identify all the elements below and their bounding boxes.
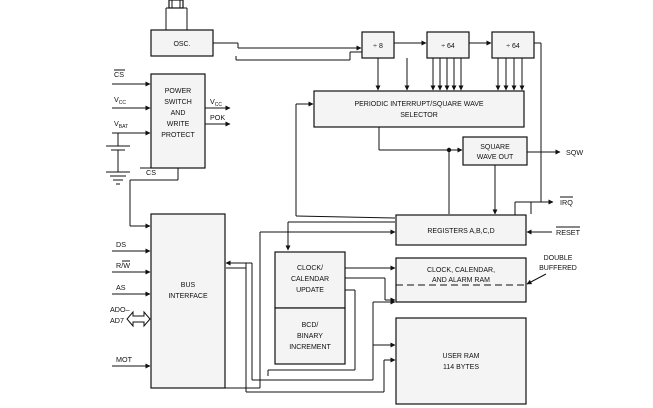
clock-update-line-1: CLOCK/ bbox=[297, 265, 323, 272]
vbat-input-label: VBAT bbox=[114, 119, 128, 130]
double-buffered-line-1: DOUBLE bbox=[544, 255, 573, 262]
osc-block: OSC. bbox=[150, 29, 214, 57]
power-line-4: WRITE bbox=[167, 121, 190, 128]
sqw-label: SQW bbox=[566, 148, 583, 157]
ground-icon bbox=[106, 171, 130, 185]
rw-label: R/W bbox=[116, 261, 130, 270]
bcd-increment-block: BCD/ BINARY INCREMENT bbox=[274, 307, 346, 365]
battery-icon bbox=[106, 133, 130, 172]
vcc-output-label: VCC bbox=[210, 97, 222, 108]
crystal-icon bbox=[165, 0, 188, 30]
user-ram-line-1: USER RAM bbox=[443, 353, 480, 360]
ado-label: ADO– bbox=[110, 305, 130, 314]
double-buffered-line-2: BUFFERED bbox=[539, 265, 577, 272]
registers-label: REGISTERS A,B,C,D bbox=[427, 228, 494, 235]
clock-update-line-3: UPDATE bbox=[296, 287, 324, 294]
power-switch-block: POWER SWITCH AND WRITE PROTECT bbox=[150, 73, 206, 169]
osc-label: OSC. bbox=[173, 41, 190, 48]
square-line-1: SQUARE bbox=[480, 144, 510, 151]
data-bus-arrow-icon bbox=[126, 310, 151, 328]
power-line-5: PROTECT bbox=[161, 132, 195, 139]
bus-line-2: INTERFACE bbox=[168, 293, 208, 300]
reset-label: RESET bbox=[556, 228, 581, 237]
pok-output-label: POK bbox=[210, 113, 225, 122]
bcd-line-3: INCREMENT bbox=[289, 344, 331, 351]
divider-8-label: ÷ 8 bbox=[373, 43, 383, 50]
clock-calendar-ram-block: CLOCK, CALENDAR, AND ALARM RAM bbox=[395, 257, 527, 303]
clock-ram-line-2: AND ALARM RAM bbox=[432, 277, 490, 284]
ad7-label: AD7 bbox=[110, 316, 124, 325]
divider-64-b-label: ÷ 64 bbox=[506, 43, 520, 50]
bcd-line-2: BINARY bbox=[297, 333, 323, 340]
periodic-interrupt-selector: PERIODIC INTERRUPT/SQUARE WAVE SELECTOR bbox=[313, 90, 525, 128]
square-line-2: WAVE OUT bbox=[477, 154, 514, 161]
user-ram-line-2: 114 BYTES bbox=[443, 364, 479, 371]
clock-ram-line-1: CLOCK, CALENDAR, bbox=[427, 267, 495, 274]
power-line-2: SWITCH bbox=[164, 99, 192, 106]
clock-update-line-2: CALENDAR bbox=[291, 276, 329, 283]
divider-64-a-label: ÷ 64 bbox=[441, 43, 455, 50]
user-ram-block: USER RAM 114 BYTES bbox=[395, 317, 527, 405]
mot-label: MOT bbox=[116, 355, 133, 364]
irq-label: IRQ bbox=[560, 198, 573, 207]
power-line-3: AND bbox=[171, 110, 186, 117]
cs-output-label: CS bbox=[146, 168, 156, 177]
as-label: AS bbox=[116, 283, 126, 292]
ds-label: DS bbox=[116, 240, 126, 249]
cs-bar-input-label: CS bbox=[114, 70, 124, 79]
registers-block: REGISTERS A,B,C,D bbox=[395, 214, 527, 246]
periodic-line-2: SELECTOR bbox=[400, 112, 438, 119]
periodic-line-1: PERIODIC INTERRUPT/SQUARE WAVE bbox=[354, 101, 483, 108]
bus-interface-block: BUS INTERFACE bbox=[150, 213, 226, 389]
vcc-input-label: VCC bbox=[114, 95, 126, 106]
bcd-line-1: BCD/ bbox=[302, 322, 319, 329]
clock-update-block: CLOCK/ CALENDAR UPDATE bbox=[274, 251, 346, 309]
square-wave-block: SQUARE WAVE OUT bbox=[462, 136, 528, 166]
divider-64-b: ÷ 64 bbox=[491, 31, 535, 59]
divider-8: ÷ 8 bbox=[361, 31, 395, 59]
bus-line-1: BUS bbox=[181, 282, 196, 289]
power-line-1: POWER bbox=[165, 88, 191, 95]
divider-64-a: ÷ 64 bbox=[426, 31, 470, 59]
